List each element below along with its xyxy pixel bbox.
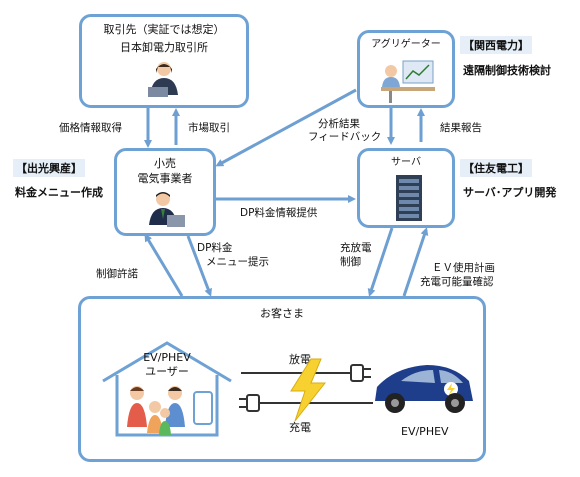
car-label: EV/PHEV [401,425,449,438]
node-retailer: 小売 電気事業者 [114,148,216,236]
person-laptop-icon [148,62,178,97]
ev-plan-label-2: 充電可能量確認 [420,276,494,288]
house-icon [102,341,232,437]
businessman-icon [149,192,185,227]
result-report-label: 結果報告 [440,122,482,134]
server-label: サーバ [391,157,421,168]
arrow-charge-control [367,227,394,297]
node-server: サーバ [357,148,455,228]
price-info-label: 価格情報取得 [59,122,122,134]
arrow-ev-plan [402,227,429,297]
charge-control-label-1: 充放電 [340,242,372,254]
operator-desk-icon [381,60,435,103]
node-aggregator: アグリゲーター [357,30,455,108]
analysis-label-1: 分析結果 [318,118,360,130]
analysis-label-2: フィードバック [308,131,382,143]
control-permission-label: 制御許諾 [96,268,138,280]
idemitsu-role: 料金メニュー作成 [15,186,103,199]
dp-price-info-label: DP料金情報提供 [240,207,318,219]
house-label2: ユーザー [145,365,189,378]
arrow-control-permission [144,233,184,297]
retailer-line1: 小売 [154,157,176,170]
arrow-dp-menu [186,235,212,297]
discharge-label: 放電 [289,353,311,366]
idemitsu-tag: 【出光興産】 [13,159,85,177]
charge-label: 充電 [289,421,311,434]
dp-menu-label-1: DP料金 [197,242,233,254]
kansai-role: 遠隔制御技術検討 [463,64,551,77]
arrow-analysis-feedback [215,88,357,167]
node-trading: 取引先（実証では想定） 日本卸電力取引所 [79,14,249,108]
server-rack-icon [396,175,422,221]
sumitomo-role: サーバ･アプリ開発 [463,186,557,199]
ev-plan-label-1: ＥＶ使用計画 [432,262,495,274]
trading-title: 取引先（実証では想定） [103,23,225,36]
family-icon [127,386,185,435]
dp-menu-label-2: メニュー提示 [206,256,269,268]
house-label1: EV/PHEV [143,351,191,364]
node-customer: お客さま EV/PHEV ユーザー 放電 充電 [78,296,486,462]
aggregator-label: アグリゲーター [371,39,441,50]
smartphone-icon [193,391,213,425]
customer-label: お客さま [260,307,304,320]
kansai-tag: 【関西電力】 [460,36,532,54]
charge-control-label-2: 制御 [340,256,361,268]
ev-car-icon [375,365,473,413]
power-flow-icon [239,358,373,422]
retailer-line2: 電気事業者 [137,172,193,185]
trading-subtitle: 日本卸電力取引所 [120,41,208,54]
market-trade-label: 市場取引 [188,122,230,134]
sumitomo-tag: 【住友電工】 [460,159,532,177]
